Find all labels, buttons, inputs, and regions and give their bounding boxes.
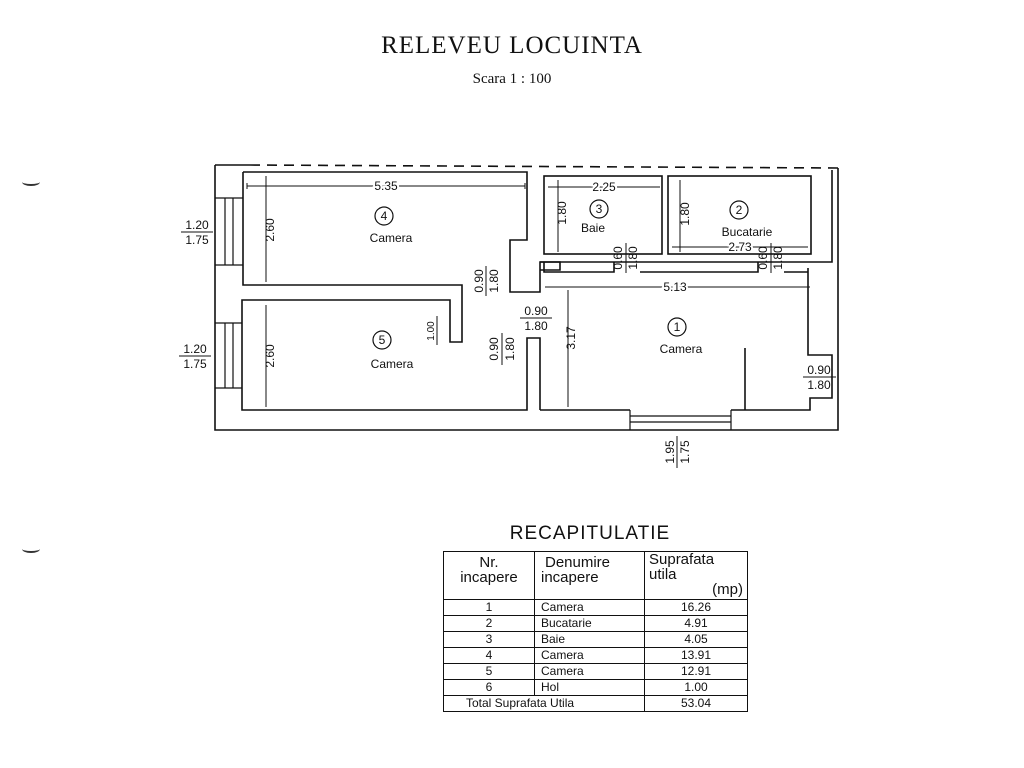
row-nr: 6 <box>443 679 535 696</box>
inner-walls <box>243 170 833 293</box>
page-title: RELEVEU LOCUINTA <box>381 32 643 59</box>
table-row: 2 Bucatarie 4.91 <box>443 615 748 632</box>
room-markers <box>372 199 749 350</box>
dim-r2-height: 1.80 <box>678 202 692 226</box>
dim-r3-height: 1.80 <box>555 201 569 225</box>
wall-outline <box>214 165 839 431</box>
room1-number: 1 <box>674 320 681 334</box>
row-area: 4.05 <box>644 631 748 648</box>
door3-top: 0.60 <box>611 246 625 270</box>
dim-r4-height: 2.60 <box>263 218 277 242</box>
table-row: 6 Hol 1.00 <box>443 679 748 696</box>
wall-bath-door <box>543 262 808 273</box>
door5-top: 0.90 <box>487 337 501 361</box>
win1-top: 1.95 <box>663 440 677 464</box>
punch-hole-top <box>22 178 40 186</box>
total-row: Total Suprafata Utila 53.04 <box>443 695 748 712</box>
hall-top: 0.90 <box>524 304 548 318</box>
room3-number: 3 <box>596 202 603 216</box>
row-area: 16.26 <box>644 599 748 616</box>
table-row: 3 Baie 4.05 <box>443 631 748 648</box>
room3-name: Baie <box>581 221 605 235</box>
win5-bot: 1.75 <box>183 357 207 371</box>
recap-title: RECAPITULATIE <box>509 523 671 544</box>
row-name: Camera <box>534 663 645 680</box>
room4-number: 4 <box>381 209 388 223</box>
table-row: 4 Camera 13.91 <box>443 647 748 664</box>
row-nr: 4 <box>443 647 535 664</box>
dim-r4-width: 5.35 <box>374 179 398 193</box>
door4-bot: 1.80 <box>487 269 501 293</box>
table-row: 1 Camera 16.26 <box>443 599 748 616</box>
dim-r5-inner: 1.00 <box>426 321 437 341</box>
window-room5 <box>215 322 242 389</box>
dim-r1-width: 5.13 <box>663 280 687 294</box>
recap-table: Nr. incapere Denumire incapere Suprafata… <box>443 551 748 712</box>
door2-bot: 1.80 <box>771 246 785 270</box>
row-area: 12.91 <box>644 663 748 680</box>
fraction-bars <box>179 231 836 468</box>
wall-room1 <box>540 268 833 411</box>
dim-r1-height: 3.17 <box>564 326 578 350</box>
room5-number: 5 <box>379 333 386 347</box>
row-name: Camera <box>534 647 645 664</box>
door3-bot: 1.80 <box>626 246 640 270</box>
room2-number: 2 <box>736 203 743 217</box>
door2-top: 0.60 <box>756 246 770 270</box>
row-area: 4.91 <box>644 615 748 632</box>
window-room4 <box>215 197 243 266</box>
row-name: Bucatarie <box>534 615 645 632</box>
win4-bot: 1.75 <box>185 233 209 247</box>
total-value: 53.04 <box>644 695 748 712</box>
win4-top: 1.20 <box>185 218 209 232</box>
room1-name: Camera <box>660 342 703 356</box>
wall-room4 <box>241 172 541 411</box>
row-nr: 2 <box>443 615 535 632</box>
room5-name: Camera <box>371 357 414 371</box>
dim-r5-height: 2.60 <box>263 344 277 368</box>
row-nr: 3 <box>443 631 535 648</box>
dim-r3-width: 2.25 <box>592 180 616 194</box>
top-dashed-wall <box>249 164 839 169</box>
door5-bot: 1.80 <box>503 337 517 361</box>
recap-header-row: Nr. incapere Denumire incapere Suprafata… <box>443 551 748 600</box>
punch-hole-bottom <box>22 545 40 553</box>
col-name-header: Denumire incapere <box>534 551 645 600</box>
room2-name: Bucatarie <box>722 225 773 239</box>
bath-box <box>543 175 663 255</box>
row-area: 13.91 <box>644 647 748 664</box>
kitchen-box <box>667 175 812 255</box>
row-nr: 5 <box>443 663 535 680</box>
wall-hall <box>540 261 561 271</box>
dimension-lines <box>246 176 810 407</box>
row-name: Baie <box>534 631 645 648</box>
row-name: Hol <box>534 679 645 696</box>
entry-top: 0.90 <box>807 363 831 377</box>
door4-top: 0.90 <box>472 269 486 293</box>
row-name: Camera <box>534 599 645 616</box>
win1-bot: 1.75 <box>678 440 692 464</box>
scale-label: Scara 1 : 100 <box>472 71 552 87</box>
room4-name: Camera <box>370 231 413 245</box>
col-area-header: Suprafata utila (mp) <box>644 551 748 600</box>
dim-r2-width: 2.73 <box>728 240 752 254</box>
table-row: 5 Camera 12.91 <box>443 663 748 680</box>
win5-top: 1.20 <box>183 342 207 356</box>
row-area: 1.00 <box>644 679 748 696</box>
entry-bot: 1.80 <box>807 378 831 392</box>
col-nr-header: Nr. incapere <box>443 551 535 600</box>
hall-bot: 1.80 <box>524 319 548 333</box>
total-label: Total Suprafata Utila <box>443 695 645 712</box>
row-nr: 1 <box>443 599 535 616</box>
window-room1 <box>629 410 732 430</box>
